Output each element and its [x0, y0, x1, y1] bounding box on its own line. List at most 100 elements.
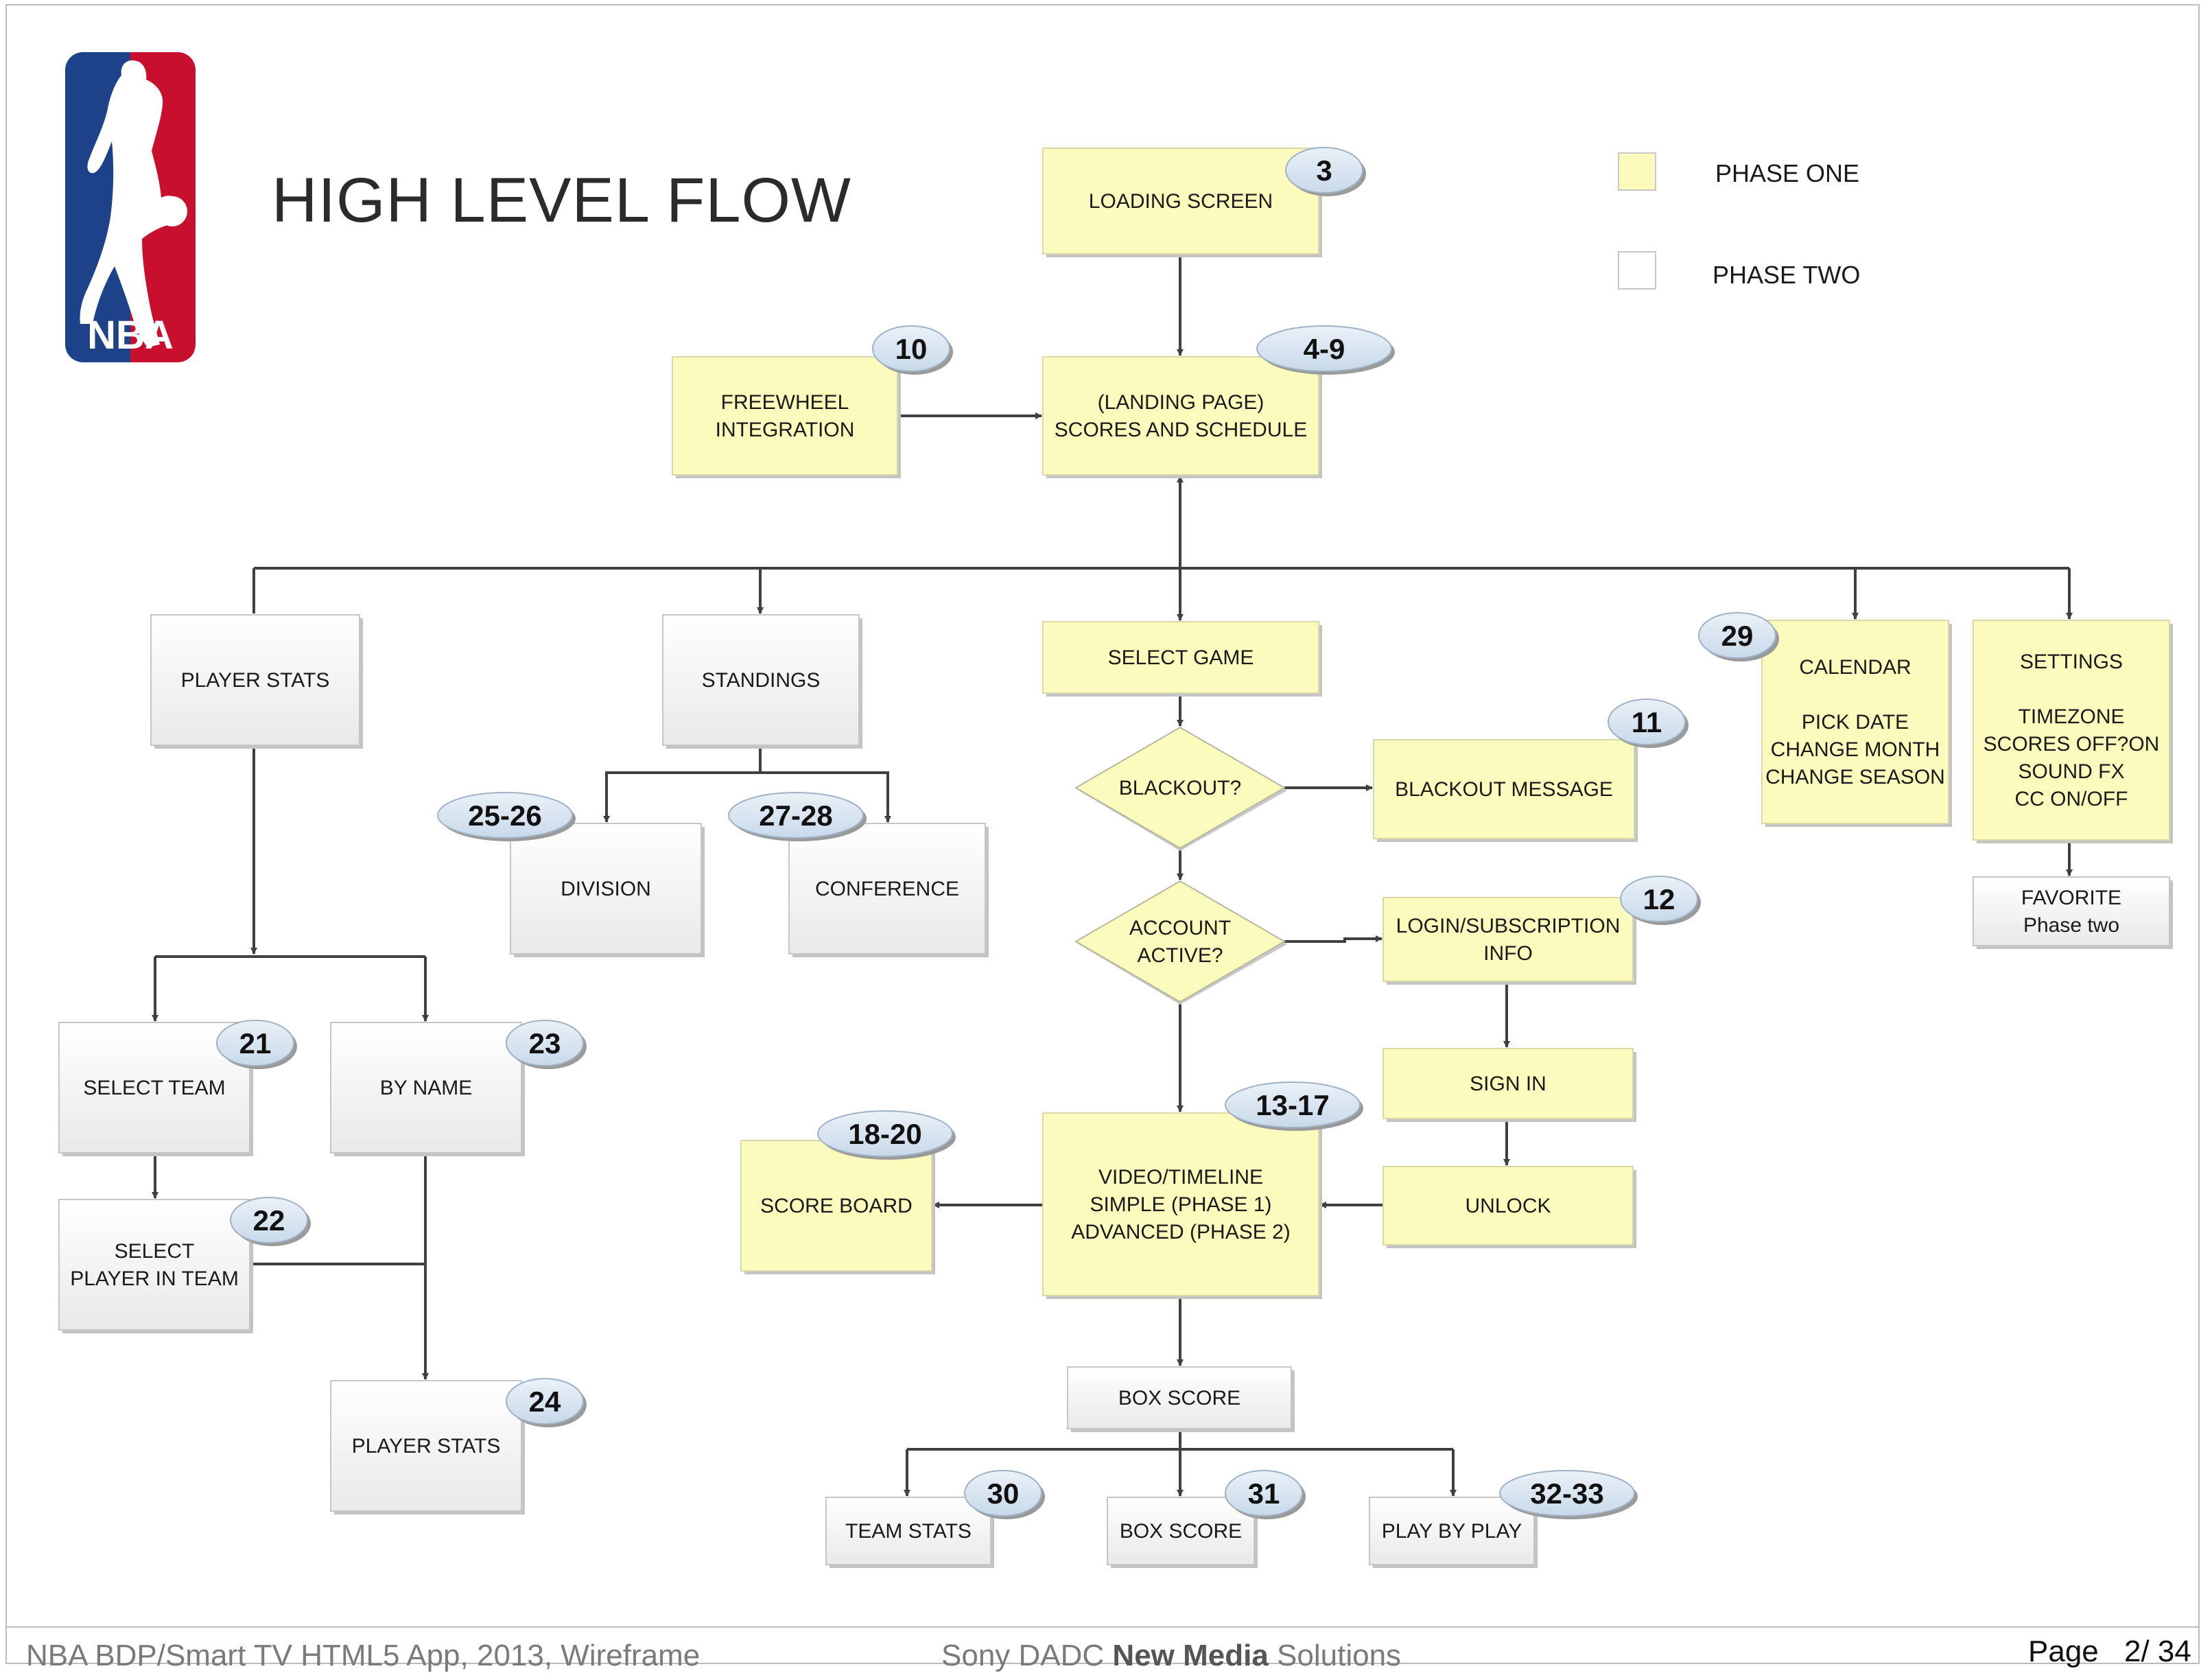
footer-company: Sony DADC New Media Solutions — [941, 1639, 1401, 1673]
node-label-line: UNLOCK — [1465, 1195, 1551, 1217]
page-ref-badge — [1225, 1081, 1361, 1128]
decision-shape — [1074, 880, 1286, 1003]
process-box — [58, 1199, 250, 1331]
page-ref-badge-label: 4-9 — [1304, 333, 1345, 365]
node-label-line: Phase two — [2023, 914, 2119, 937]
page-frame — [5, 4, 2200, 1664]
node-label-line: BOX SCORE — [1118, 1387, 1240, 1409]
process-box — [672, 356, 898, 476]
process-box — [1973, 876, 2170, 946]
page-ref-badge-label: 30 — [987, 1477, 1020, 1510]
page-ref-badge — [506, 1020, 584, 1066]
process-box — [788, 823, 986, 955]
node-label-line: INTEGRATION — [716, 419, 855, 441]
footer-company-pre: Sony DADC — [941, 1639, 1113, 1672]
node-label-line: SCORES AND SCHEDULE — [1055, 419, 1307, 441]
page-ref-badge-label: 22 — [253, 1204, 285, 1237]
node-label-line: ADVANCED (PHASE 2) — [1071, 1221, 1291, 1243]
page-ref-badge — [964, 1470, 1042, 1517]
node-label-line: FREEWHEEL — [721, 391, 849, 414]
legend-phase-two-label: PHASE TWO — [1713, 261, 1861, 289]
node-label-line: CALENDAR — [1799, 656, 1911, 679]
page-ref-badge-label: 32-33 — [1530, 1477, 1603, 1510]
node-box-score: BOX SCORE — [1067, 1366, 1295, 1432]
footer-page-word: Page — [2028, 1635, 2099, 1668]
legend-phase-one-label: PHASE ONE — [1715, 159, 1860, 187]
node-label-line: INFO — [1483, 942, 1533, 965]
process-box — [1107, 1497, 1255, 1565]
node-label-line: LOADING SCREEN — [1089, 190, 1273, 213]
nba-logo-text: NBA — [87, 313, 174, 358]
process-box — [1382, 1166, 1634, 1245]
page-ref-badge — [230, 1197, 308, 1243]
node-label-line: STANDINGS — [702, 669, 821, 692]
page-ref-badge-label: 18-20 — [848, 1118, 921, 1150]
page-ref-badge — [817, 1110, 953, 1157]
page-ref-badge — [1620, 876, 1698, 922]
node-label-line: TIMEZONE — [2019, 705, 2125, 728]
process-box — [1067, 1366, 1292, 1429]
page-ref-badge — [1698, 612, 1776, 659]
footer-divider — [5, 1626, 2200, 1628]
connector-20 — [760, 771, 891, 823]
page-ref-badge — [1225, 1470, 1303, 1517]
footer-company-bold: New Media — [1112, 1639, 1269, 1672]
node-team-stats: TEAM STATS 30 — [825, 1470, 1045, 1568]
node-label-line: PLAYER STATS — [181, 669, 330, 692]
node-landing: (LANDING PAGE) SCORES AND SCHEDULE 4-9 — [1042, 325, 1395, 478]
flow-nodes: LOADING SCREEN 3 (LANDING PAGE) SCORES AND … — [58, 147, 2173, 1568]
page-ref-badge — [506, 1378, 584, 1425]
page-ref-badge-label: 10 — [895, 333, 928, 365]
node-label-line: BLACKOUT MESSAGE — [1395, 778, 1613, 801]
process-box — [1382, 897, 1634, 982]
page-ref-badge — [1285, 147, 1363, 194]
node-select-game: SELECT GAME — [1042, 621, 1322, 697]
connector-19 — [603, 745, 762, 823]
process-box — [1761, 620, 1949, 824]
process-box — [1382, 1048, 1634, 1119]
node-label-line: BLACKOUT? — [1119, 777, 1241, 799]
process-box — [825, 1497, 991, 1565]
process-box — [510, 823, 702, 955]
page-ref-badge-label: 13-17 — [1256, 1089, 1329, 1121]
node-sign-in: SIGN IN — [1382, 1048, 1636, 1122]
decision-shape — [1074, 726, 1286, 850]
node-label-line: LOGIN/SUBSCRIPTION — [1396, 915, 1621, 937]
page-ref-badge-label: 21 — [239, 1027, 272, 1060]
node-label-line: ACTIVE? — [1137, 944, 1223, 967]
node-player-stats: PLAYER STATS — [150, 614, 363, 749]
node-label-line: TEAM STATS — [845, 1520, 972, 1543]
node-label-line: CC ON/OFF — [2015, 788, 2128, 810]
legend-phase-one-swatch — [1618, 152, 1656, 191]
node-label-line: SIGN IN — [1470, 1073, 1546, 1095]
process-box — [1042, 148, 1319, 255]
node-label-line: SELECT TEAM — [83, 1077, 225, 1099]
node-label-line: SIMPLE (PHASE 1) — [1090, 1193, 1271, 1216]
node-label-line: CHANGE MONTH — [1771, 738, 1940, 761]
page-ref-badge-label: 29 — [1721, 620, 1754, 652]
node-label-line: SELECT GAME — [1108, 646, 1254, 669]
node-label-line: SELECT — [115, 1240, 195, 1263]
node-blackout-msg: BLACKOUT MESSAGE 11 — [1373, 699, 1689, 842]
node-blackout: BLACKOUT? — [1074, 726, 1287, 851]
node-label-line: (LANDING PAGE) — [1098, 391, 1264, 414]
node-loading: LOADING SCREEN 3 — [1042, 147, 1366, 257]
page-ref-badge-label: 11 — [1632, 706, 1662, 738]
page-ref-badge-label: 3 — [1316, 154, 1332, 187]
process-box — [1973, 620, 2170, 841]
page-ref-badge-label: 31 — [1248, 1477, 1280, 1510]
nba-logo: NBA — [65, 52, 196, 362]
flow-connectors — [152, 254, 2073, 1497]
